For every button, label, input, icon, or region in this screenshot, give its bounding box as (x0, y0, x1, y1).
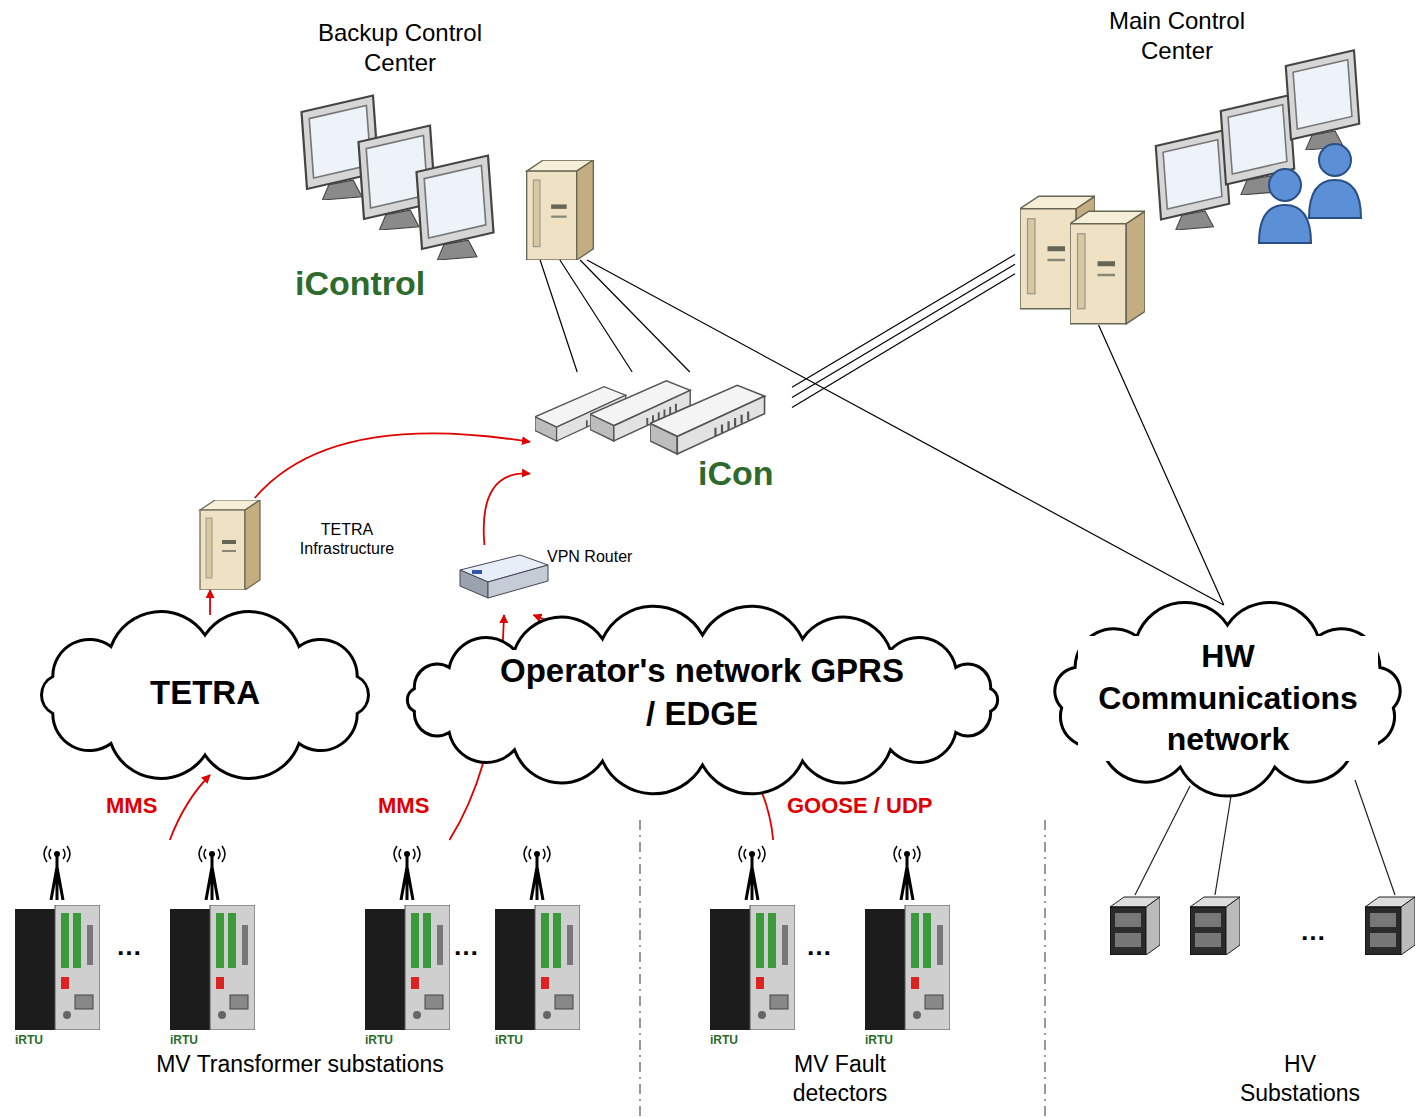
ellipsis-mark: … (1300, 915, 1340, 948)
link-line (1099, 325, 1224, 605)
equipment-node: iRTU (707, 840, 799, 1052)
node-label: Backup Control Center (300, 18, 500, 78)
network-label: Operator's network GPRS / EDGE (492, 650, 912, 736)
equipment-node: iRTU (12, 840, 104, 1052)
link-line (540, 260, 577, 372)
equipment-node: iRTU (167, 840, 259, 1052)
node-label: VPN Router (547, 547, 647, 566)
node-label: iRTU (365, 1033, 425, 1048)
network-cloud: Operator's network GPRS / EDGE (390, 615, 1015, 785)
protocol-label: GOOSE / UDP (785, 792, 934, 820)
node-label: iRTU (710, 1033, 770, 1048)
equipment-node: Backup Control Center (290, 15, 620, 260)
network-label: TETRA (60, 672, 350, 715)
ellipsis-mark: … (116, 930, 156, 963)
cloud-shape (407, 606, 997, 794)
cloud-shape (42, 612, 369, 779)
network-cloud: HW Communications network (1040, 605, 1415, 790)
equipment-node: TETRA Infrastructure (190, 498, 406, 590)
link-line (792, 274, 1015, 408)
node-label: iRTU (170, 1033, 230, 1048)
ellipsis-mark: … (806, 930, 846, 963)
link-line (580, 260, 690, 372)
data-flow-arrow (209, 590, 211, 615)
equipment-node: iCon (530, 372, 792, 499)
product-logo: iControl (295, 262, 495, 305)
node-label: iRTU (495, 1033, 555, 1048)
protocol-label: MMS (104, 792, 159, 820)
network-label: HW Communications network (1078, 636, 1378, 761)
equipment-node: iRTU (492, 840, 584, 1052)
data-flow-arrow (170, 775, 210, 840)
link-line (792, 255, 1015, 388)
node-label: iCon (698, 452, 788, 495)
link-line (792, 264, 1015, 397)
node-label: iRTU (15, 1033, 75, 1048)
protocol-label: MMS (376, 792, 431, 820)
node-label: iRTU (865, 1033, 925, 1048)
link-line (587, 260, 1224, 605)
data-flow-arrow (255, 433, 530, 498)
equipment-node: VPN Router (455, 545, 651, 615)
group-label: MV Fault detectors (755, 1050, 925, 1108)
group-label: HV Substations (1235, 1050, 1365, 1108)
network-cloud: TETRA (25, 615, 385, 775)
cloud-shape (1055, 602, 1400, 796)
ellipsis-mark: … (453, 930, 493, 963)
node-label: Main Control Center (1077, 6, 1277, 66)
equipment-node: iRTU (862, 840, 954, 1052)
equipment-node: iRTU (362, 840, 454, 1052)
equipment-node: Main Control Center (1015, 5, 1395, 325)
group-label: MV Transformer substations (150, 1050, 450, 1079)
data-flow-arrow (484, 473, 530, 545)
node-label: TETRA Infrastructure (292, 520, 402, 558)
